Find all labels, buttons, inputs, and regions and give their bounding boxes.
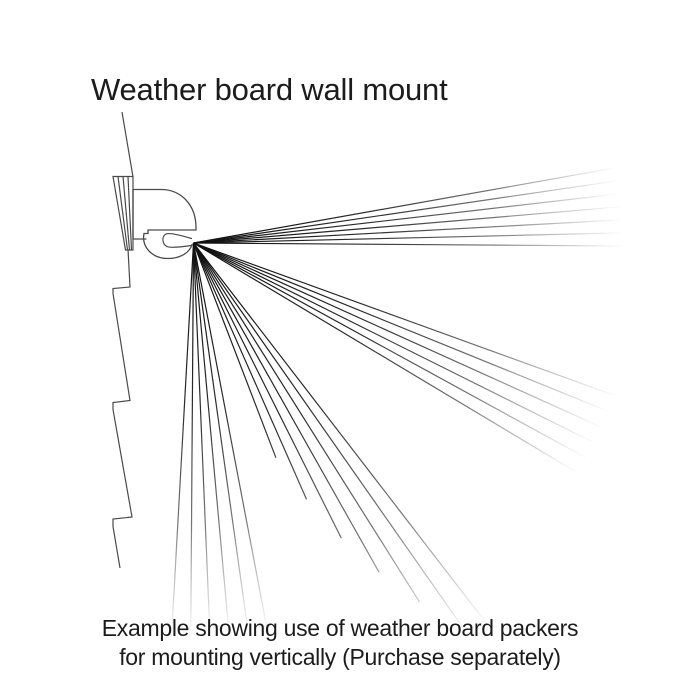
beam-line [193, 232, 622, 244]
beam-line [193, 206, 621, 244]
beam-line [192, 242, 211, 641]
beam-line [193, 242, 579, 474]
wall-board-zigzag [112, 248, 133, 569]
wall-board-top-face [121, 111, 134, 178]
beam-fan-down [170, 242, 269, 642]
sensor-device [132, 188, 197, 260]
beam-line [192, 242, 308, 500]
page-title: Weather board wall mount [91, 72, 448, 107]
beam-line [193, 167, 616, 244]
beam-line [193, 242, 603, 428]
beam-line [192, 242, 231, 640]
beam-line [193, 242, 464, 629]
beam-fan-right [193, 167, 622, 247]
beam-line [190, 242, 195, 642]
beam-line [193, 219, 621, 244]
beam-line [193, 242, 595, 444]
device-back-edge [132, 188, 147, 240]
device-body [132, 188, 197, 231]
caption-line-1: Example showing use of weather board pac… [101, 615, 579, 641]
beam-line [192, 242, 250, 638]
beam-line [193, 242, 587, 459]
beam-line [192, 242, 269, 635]
beam-line [193, 242, 622, 247]
beam-fan-diagonal [193, 242, 615, 474]
beam-line [193, 242, 507, 650]
packer-wedge [112, 175, 134, 251]
packer-lamination-lines [117, 176, 133, 251]
beam-line [193, 193, 619, 244]
sensor-beams [170, 167, 622, 650]
sensor-lens [162, 232, 193, 248]
weatherboard-wall-profile [112, 111, 134, 569]
beam-line [192, 242, 342, 539]
beam-line [193, 242, 615, 397]
caption-line-2: for mounting vertically (Purchase separa… [119, 644, 561, 670]
beam-line [192, 242, 420, 603]
beam-line [192, 242, 277, 458]
beam-line [193, 180, 618, 244]
beam-line [193, 242, 609, 413]
sensor-bulb [142, 229, 193, 260]
beam-line [192, 242, 380, 573]
caption: Example showing use of weather board pac… [40, 614, 640, 672]
beam-line [170, 242, 195, 641]
beam-fan-steep [192, 242, 507, 650]
